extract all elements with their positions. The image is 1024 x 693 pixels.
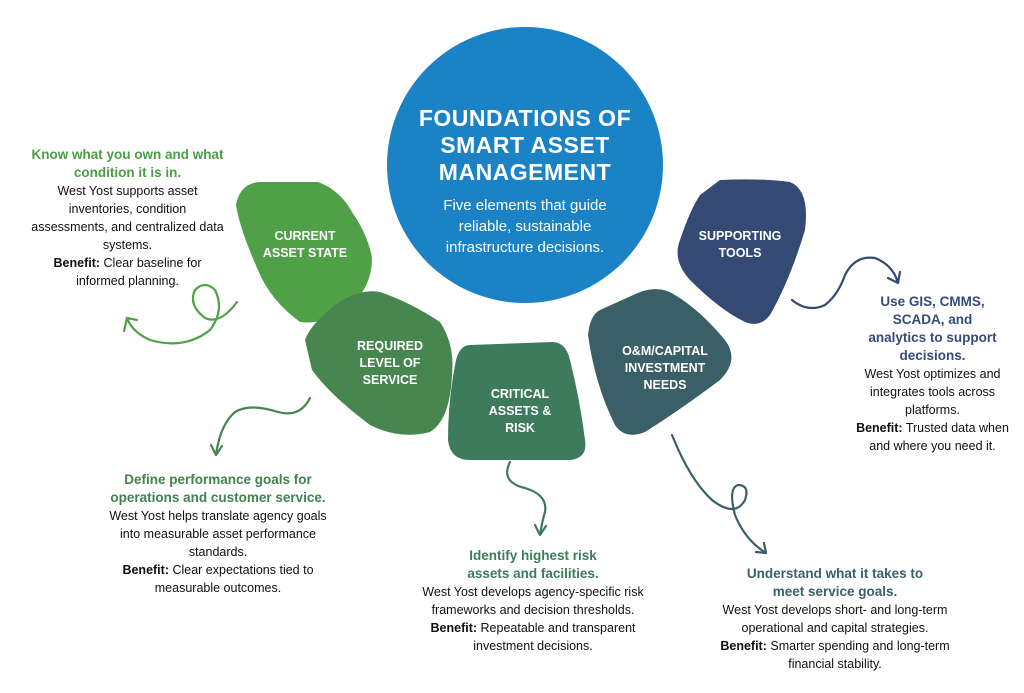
callout-heading: Use GIS, CMMS, SCADA, and analytics to s… (868, 294, 997, 363)
arrow-required-level-of-service (209, 396, 312, 457)
label-required-level-of-service: REQUIRED LEVEL OF SERVICE (357, 339, 423, 387)
label-critical-assets-risk: CRITICAL ASSETS & RISK (488, 387, 552, 435)
blob-required-level-of-service (305, 291, 453, 435)
blob-om-capital-investment-needs (588, 289, 732, 435)
label-supporting-tools: SUPPORTING TOOLS (698, 229, 782, 260)
benefit-text: Smarter spending and long-term financial… (770, 639, 950, 671)
callout-body: West Yost develops agency-specific risk … (422, 585, 644, 617)
callout-body: West Yost helps translate agency goals i… (109, 509, 327, 559)
arrow-critical-assets-risk (506, 460, 548, 537)
callout-heading: Identify highest risk assets and facilit… (467, 548, 599, 581)
benefit-label: Benefit: (720, 639, 767, 653)
label-current-asset-state: CURRENT ASSET STATE (262, 229, 348, 260)
arrow-supporting-tools (790, 256, 902, 310)
callout-body: West Yost develops short- and long-term … (722, 603, 948, 635)
hero-circle (387, 27, 663, 303)
callout-body: West Yost optimizes and integrates tools… (864, 367, 1001, 417)
blob-current-asset-state (236, 182, 372, 323)
callout-supporting-tools: Use GIS, CMMS, SCADA, and analytics to s… (855, 293, 1010, 455)
hero-subtitle: Five elements that guide reliable, susta… (443, 197, 607, 256)
label-om-capital-investment-needs: O&M/CAPITAL INVESTMENT NEEDS (622, 344, 708, 392)
benefit-text: Trusted data when and where you need it. (869, 421, 1009, 453)
callout-body: West Yost supports asset inventories, co… (31, 184, 224, 252)
callout-heading: Know what you own and what condition it … (31, 147, 224, 180)
benefit-label: Benefit: (430, 621, 478, 635)
benefit-label: Benefit: (122, 563, 169, 577)
callout-heading: Understand what it takes to meet service… (746, 566, 924, 599)
benefit-text: Repeatable and transparent investment de… (473, 621, 636, 653)
benefit-text: Clear baseline for informed planning. (76, 256, 202, 288)
blob-supporting-tools (677, 179, 806, 324)
benefit-label: Benefit: (856, 421, 903, 435)
callout-om-capital: Understand what it takes to meet service… (700, 565, 970, 673)
benefit-label: Benefit: (53, 256, 101, 270)
benefit-text: Clear expectations tied to measurable ou… (154, 563, 314, 595)
callout-current-asset-state: Know what you own and what condition it … (30, 146, 225, 290)
arrow-om-capital (670, 433, 768, 555)
blob-critical-assets-risk (448, 342, 586, 460)
hero-title: FOUNDATIONS OF SMART ASSET MANAGEMENT (418, 105, 632, 185)
callout-critical-assets-risk: Identify highest risk assets and facilit… (408, 547, 658, 655)
callout-required-level-of-service: Define performance goals for operations … (98, 471, 338, 597)
arrow-current-asset-state (122, 283, 239, 345)
callout-heading: Define performance goals for operations … (110, 472, 326, 505)
